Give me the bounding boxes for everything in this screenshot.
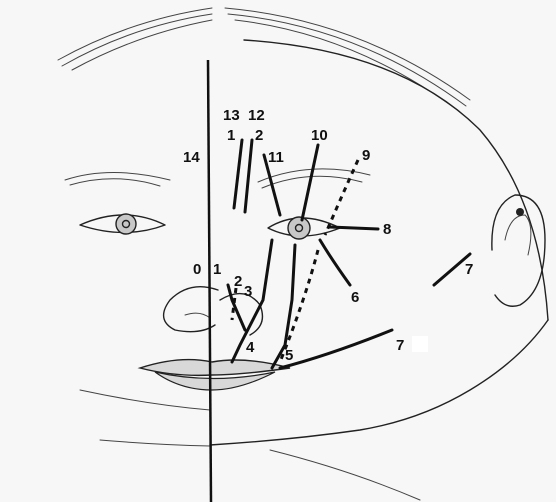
label-14: 14 — [183, 149, 200, 166]
label-10: 10 — [311, 127, 328, 144]
label-1-upper: 1 — [227, 127, 235, 144]
incision-7-cheek — [280, 330, 392, 368]
incision-lines — [228, 140, 470, 368]
label-4: 4 — [246, 339, 255, 356]
incision-10 — [302, 145, 318, 220]
label-2-lower: 2 — [234, 273, 242, 290]
facial-midline — [208, 60, 211, 502]
label-11: 11 — [268, 149, 284, 166]
label-9: 9 — [362, 147, 370, 164]
label-5: 5 — [285, 347, 293, 364]
label-7-ear: 7 — [465, 261, 473, 278]
left-eye — [80, 214, 165, 234]
label-13: 13 — [223, 107, 240, 124]
incision-2-upper — [245, 140, 252, 212]
lips — [140, 360, 290, 390]
incision-1-upper — [234, 140, 242, 208]
label-7-cheek: 7 — [396, 337, 404, 354]
label-3: 3 — [244, 283, 252, 300]
label-6: 6 — [351, 289, 359, 306]
incision-5-dashed — [280, 250, 318, 362]
incision-8 — [330, 227, 378, 229]
label-8: 8 — [383, 221, 391, 238]
incision-6 — [320, 240, 350, 285]
hairline-arcs — [58, 8, 470, 112]
label-12: 12 — [248, 107, 265, 124]
label-1-lower: 1 — [213, 261, 221, 278]
label-2-upper: 2 — [255, 127, 263, 144]
eyebrows — [65, 169, 370, 188]
masked-patch — [412, 336, 428, 352]
labels: 13 12 1 2 14 11 10 9 8 0 1 2 3 6 7 4 5 7 — [183, 107, 473, 364]
ear — [492, 195, 545, 306]
label-0: 0 — [193, 261, 201, 278]
